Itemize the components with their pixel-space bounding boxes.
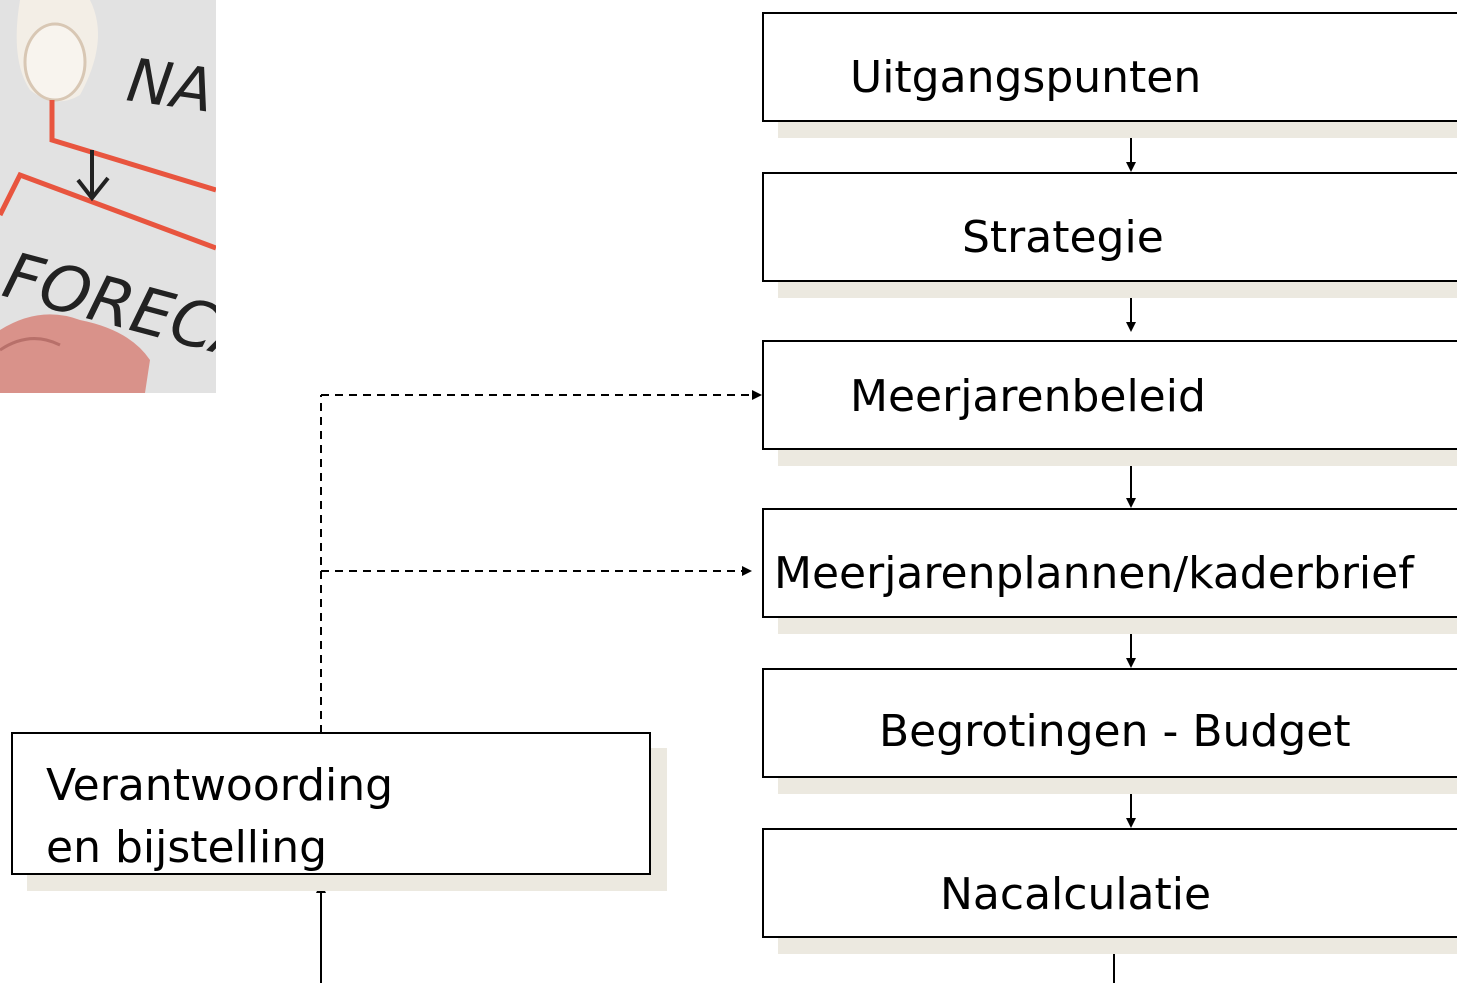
step-label: Strategie (962, 212, 1164, 263)
feedback-box: Verantwoording en bijstelling (11, 732, 651, 875)
forecast-photo: NA FORECAS (0, 0, 216, 393)
step-meerjarenplannen-kaderbrief: Meerjarenplannen/kaderbrief (762, 508, 1457, 618)
feedback-label-line2: en bijstelling (46, 822, 328, 873)
photo-text-top: NA (123, 46, 216, 127)
step-meerjarenbeleid: Meerjarenbeleid (762, 340, 1457, 450)
step-strategie: Strategie (762, 172, 1457, 282)
step-begrotingen-budget: Begrotingen - Budget (762, 668, 1457, 778)
step-label: Meerjarenbeleid (850, 371, 1206, 422)
step-label: Meerjarenplannen/kaderbrief (774, 548, 1414, 599)
step-uitgangspunten: Uitgangspunten (762, 12, 1457, 122)
step-label: Nacalculatie (940, 869, 1212, 920)
step-nacalculatie: Nacalculatie (762, 828, 1457, 938)
step-label: Begrotingen - Budget (879, 706, 1351, 757)
step-label: Uitgangspunten (850, 52, 1202, 103)
feedback-label-line1: Verantwoording (46, 760, 394, 811)
